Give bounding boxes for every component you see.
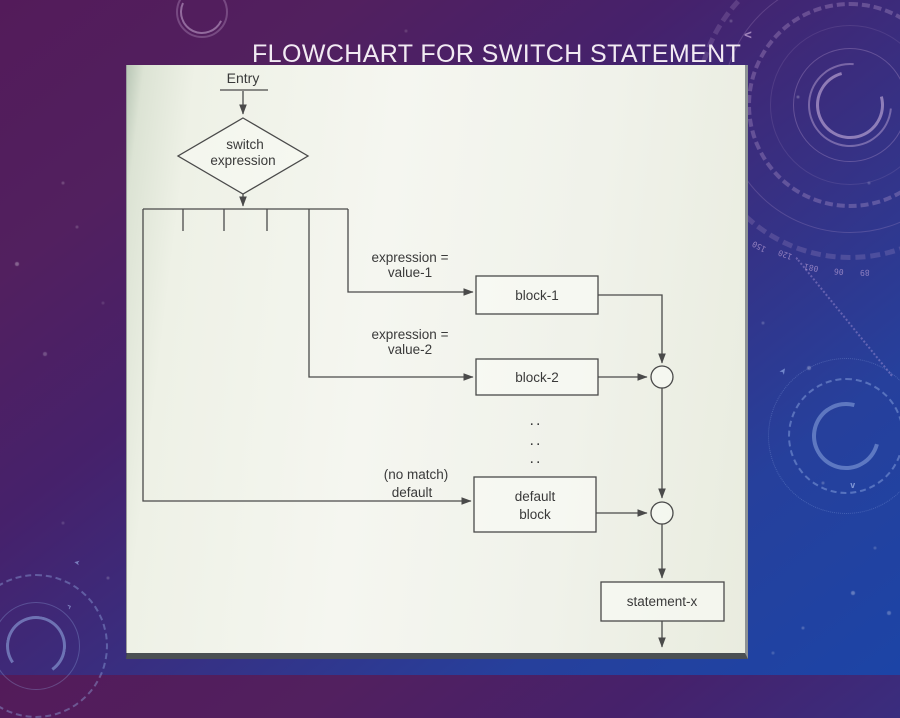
dial-number: 120	[776, 247, 794, 262]
case1-label-line1: expression =	[372, 250, 449, 265]
block1-exit-connector	[598, 294, 666, 364]
default-block-label-line1: default	[515, 489, 556, 504]
block2-box	[475, 358, 599, 396]
decor-arc-top-left	[173, 0, 231, 41]
chevron-down-icon: v	[850, 481, 856, 491]
decision-label-line2: expression	[210, 153, 275, 168]
entry-label: Entry	[227, 70, 260, 86]
join-connector-circle-2	[650, 501, 674, 525]
join-connector-circle-1	[650, 365, 674, 389]
case2-label-line2: value-2	[388, 342, 432, 357]
statement-box	[600, 581, 725, 622]
default-block-box	[473, 476, 597, 533]
switch-flowchart-diagram: Entry switch expression expression = val…	[142, 70, 725, 648]
chevron-left-icon: <	[744, 28, 752, 43]
decor-dashed-circle-bottom-left	[0, 574, 108, 718]
curved-arrow-icon: ➤	[775, 364, 792, 378]
default-connector	[142, 209, 472, 505]
star-speckles	[0, 0, 2, 2]
dial-number: 150	[750, 239, 768, 254]
statement-label: statement-x	[627, 594, 698, 609]
decor-dotted-circle-bottom-right	[768, 358, 900, 514]
default-label-line2: default	[392, 485, 433, 500]
dial-number: 06	[833, 266, 845, 277]
block1-label: block-1	[515, 288, 559, 303]
curved-arrow-icon: ➤	[73, 555, 81, 568]
decision-label-line1: switch	[226, 137, 264, 152]
ellipsis-row: ..	[530, 412, 543, 429]
default-block-label-line2: block	[519, 507, 551, 522]
case2-connector	[308, 209, 474, 381]
block2-label: block-2	[515, 370, 559, 385]
decor-circle-top-left	[176, 0, 228, 38]
slide-title: FLOWCHART FOR SWITCH STATEMENT	[252, 40, 742, 68]
dial-number: 89	[859, 267, 870, 278]
flowchart-scan-image: Entry switch expression expression = val…	[126, 65, 748, 659]
ellipsis-row: ..	[530, 432, 543, 449]
default-label-line1: (no match)	[384, 467, 449, 482]
case1-connector	[347, 209, 474, 296]
case1-label-line2: value-1	[388, 265, 432, 280]
case2-label-line1: expression =	[372, 327, 449, 342]
ellipsis-row: ..	[530, 450, 543, 467]
